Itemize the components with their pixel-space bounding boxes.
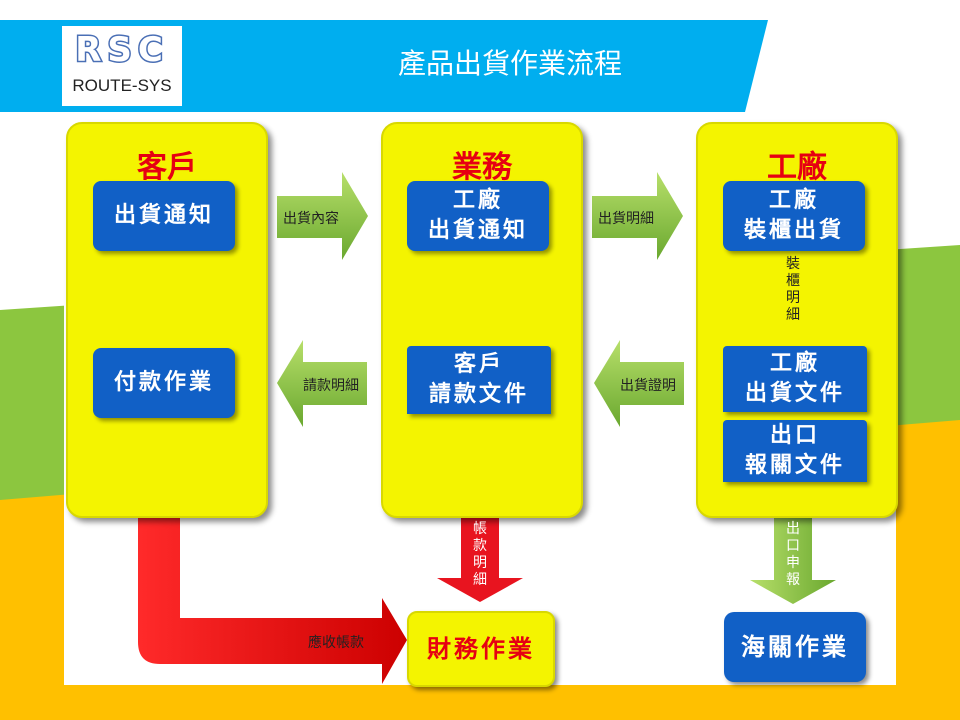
- sales-factory-shipping-notice[interactable]: 工廠 出貨通知: [407, 181, 549, 251]
- label-char: 帳: [473, 521, 487, 537]
- factory-container-shipping[interactable]: 工廠 裝櫃出貨: [723, 181, 865, 251]
- label-char: 裝: [786, 256, 800, 272]
- label-export-declare: 出 口 申 報: [783, 521, 803, 589]
- factory-title: 工廠: [767, 150, 827, 185]
- page-title: 產品出貨作業流程: [397, 47, 622, 80]
- label-billing-detail: 請款明細: [303, 378, 359, 394]
- label-shipping-detail: 出貨明細: [598, 211, 654, 227]
- customer-title: 客戶: [137, 150, 197, 185]
- arrow-shipping-proof: [594, 340, 684, 427]
- factory-box2-line2: 出貨文件: [744, 381, 845, 406]
- logo-mark: RSC: [74, 29, 169, 72]
- label-container-detail: 裝 櫃 明 細: [783, 256, 803, 324]
- label-char: 櫃: [786, 273, 800, 289]
- label-shipping-content: 出貨內容: [283, 211, 339, 227]
- label-char: 款: [473, 538, 487, 554]
- label-char: 報: [786, 572, 800, 588]
- label-shipping-proof: 出貨證明: [620, 378, 676, 394]
- sales-box1-line2: 出貨通知: [427, 218, 528, 243]
- sales-box1-line1: 工廠: [452, 188, 503, 213]
- label-account-detail: 帳 款 明 細: [470, 521, 490, 589]
- arrow-billing-detail: [277, 340, 367, 427]
- customs-operation[interactable]: 海關作業: [724, 612, 866, 682]
- customer-payment-label: 付款作業: [113, 370, 214, 395]
- customer-payment[interactable]: 付款作業: [93, 348, 235, 418]
- customer-shipping-notice-label: 出貨通知: [113, 203, 214, 228]
- label-char: 明: [473, 555, 487, 571]
- label-receivable: 應收帳款: [308, 635, 364, 651]
- arrow-export-declare: [750, 518, 836, 604]
- factory-box2-line1: 工廠: [769, 351, 820, 376]
- label-char: 口: [786, 538, 800, 554]
- sales-customer-billing-docs[interactable]: 客戶 請款文件: [407, 346, 551, 414]
- arrow-shipping-detail: [592, 172, 683, 260]
- sales-box2-line1: 客戶: [453, 352, 504, 377]
- factory-box1-line1: 工廠: [768, 188, 819, 213]
- factory-shipping-docs[interactable]: 工廠 出貨文件: [723, 346, 867, 412]
- arrow-receivable: [138, 512, 407, 684]
- label-char: 申: [786, 555, 800, 571]
- label-char: 出: [786, 521, 800, 537]
- label-char: 明: [786, 290, 800, 306]
- label-char: 細: [786, 307, 800, 323]
- factory-box3-line1: 出口: [769, 423, 820, 448]
- sales-box2-line2: 請款文件: [428, 382, 529, 407]
- factory-box3-line2: 報關文件: [744, 453, 845, 478]
- sales-title: 業務: [452, 150, 512, 185]
- logo: RSC ROUTE-SYS: [62, 26, 182, 106]
- customer-shipping-notice[interactable]: 出貨通知: [93, 181, 235, 251]
- factory-box1-line2: 裝櫃出貨: [743, 218, 844, 243]
- arrow-account-detail: [437, 518, 523, 602]
- logo-name: ROUTE-SYS: [72, 76, 172, 95]
- arrow-shipping-content: [277, 172, 368, 260]
- factory-export-customs-docs[interactable]: 出口 報關文件: [723, 420, 867, 482]
- finance-operation[interactable]: 財務作業: [407, 611, 555, 687]
- label-char: 細: [473, 572, 487, 588]
